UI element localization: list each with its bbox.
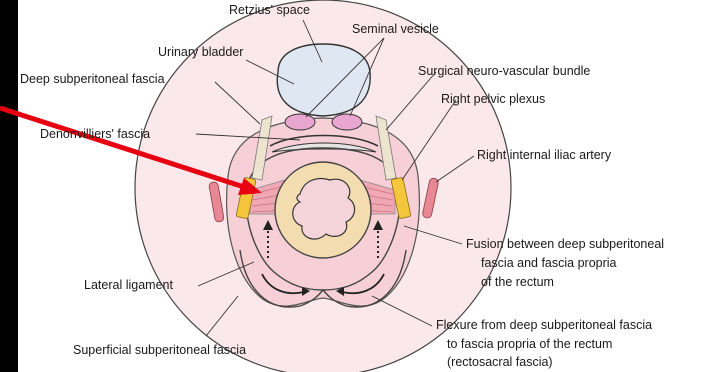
- urinary-bladder: [277, 44, 370, 116]
- label-urinary-bladder: Urinary bladder: [158, 45, 243, 60]
- label-fusion-line-2: fascia and fascia propria: [481, 256, 617, 271]
- label-surgical-neurovascular-bundle: Surgical neuro-vascular bundle: [418, 64, 590, 79]
- label-superficial-subperitoneal-fascia: Superficial subperitoneal fascia: [73, 343, 246, 358]
- label-deep-subperitoneal-fascia: Deep subperitoneal fascia: [20, 72, 165, 87]
- seminal-vesicle-right: [332, 114, 362, 130]
- label-seminal-vesicle: Seminal vesicle: [352, 22, 439, 37]
- label-right-internal-iliac-artery: Right internal iliac artery: [477, 148, 611, 163]
- label-flexure-line-2: to fascia propria of the rectum: [447, 337, 612, 352]
- label-denonvilliers-fascia: Denonvilliers' fascia: [40, 127, 150, 142]
- seminal-vesicle-left: [285, 114, 315, 130]
- label-right-pelvic-plexus: Right pelvic plexus: [441, 92, 545, 107]
- label-flexure-line-3: (rectosacral fascia): [447, 355, 553, 370]
- label-fusion-line-3: of the rectum: [481, 275, 554, 290]
- label-lateral-ligament: Lateral ligament: [84, 278, 173, 293]
- label-flexure-line-1: Flexure from deep subperitoneal fascia: [436, 318, 652, 333]
- label-fusion-line-1: Fusion between deep subperitoneal: [466, 237, 664, 252]
- label-retzius-space: Retzius' space: [229, 3, 310, 18]
